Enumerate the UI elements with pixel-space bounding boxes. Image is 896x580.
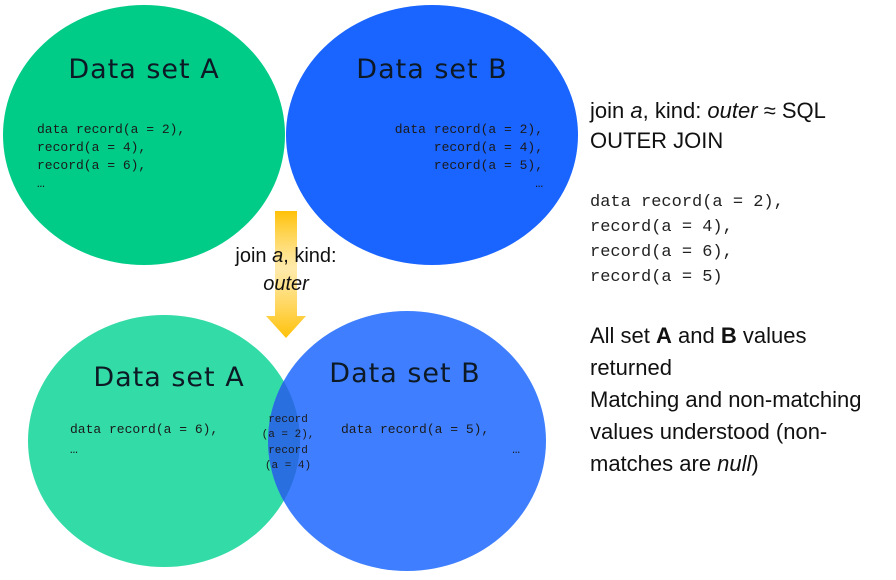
join-arrow xyxy=(266,211,306,338)
top-set-b-ellipsis: … xyxy=(535,176,543,191)
heading-key: a xyxy=(630,98,643,123)
summary-line-1: All set A and B values returned xyxy=(590,320,890,384)
overlap-record: (a = 4) xyxy=(265,460,311,472)
summary-1-suffix: values returned xyxy=(590,323,807,380)
result-record: record(a = 5) xyxy=(590,268,723,287)
top-set-b-circle xyxy=(286,5,578,265)
summary-1-a: A xyxy=(656,323,672,348)
bottom-set-b-title: Data set B xyxy=(329,358,480,389)
result-record: record(a = 6), xyxy=(590,243,733,262)
summary-1-prefix: All set xyxy=(590,323,657,348)
heading-kind-text: , kind: xyxy=(642,98,708,123)
top-set-b-title: Data set B xyxy=(356,54,507,85)
summary-1-b: B xyxy=(720,323,737,348)
summary-text: All set A and B values returned Matching… xyxy=(590,320,890,480)
overlap-record: record xyxy=(268,445,308,457)
join-label-key: a xyxy=(272,245,284,267)
top-set-b-record: record(a = 4), xyxy=(434,140,543,155)
bottom-set-b-circle xyxy=(268,311,546,571)
join-label-prefix: join xyxy=(235,245,273,267)
heading-suffix: ≈ SQL OUTER JOIN xyxy=(590,98,826,153)
summary-2-suffix: ) xyxy=(751,451,759,476)
top-set-a-record: data record(a = 2), xyxy=(37,122,185,137)
summary-1-mid: and xyxy=(671,323,721,348)
top-set-b-record: data record(a = 2), xyxy=(395,122,543,137)
bottom-set-a-record: data record(a = 6), xyxy=(70,422,218,437)
join-label-kind-text: , kind: xyxy=(283,245,337,267)
summary-2-prefix: Matching and non-matching values underst… xyxy=(590,387,862,476)
bottom-set-a-circle xyxy=(28,315,300,567)
top-set-a-ellipsis: … xyxy=(37,176,45,191)
top-set-a-record: record(a = 4), xyxy=(37,140,146,155)
join-label: join a, kind: outer xyxy=(218,242,354,298)
bottom-set-b-record: data record(a = 5), xyxy=(341,422,489,437)
heading-kind: outer xyxy=(707,98,758,123)
bottom-set-b-ellipsis: … xyxy=(512,442,520,457)
explanation-panel: join a, kind: outer ≈ SQL OUTER JOIN dat… xyxy=(590,96,890,480)
summary-2-null: null xyxy=(717,451,752,476)
overlap-record: (a = 2), xyxy=(262,429,315,441)
summary-line-2: Matching and non-matching values underst… xyxy=(590,384,890,480)
top-set-a-circle xyxy=(3,5,285,265)
top-set-a-title: Data set A xyxy=(68,54,219,85)
bottom-set-a-ellipsis: … xyxy=(70,442,78,457)
heading-prefix: join xyxy=(590,98,631,123)
result-record: record(a = 4), xyxy=(590,218,733,237)
bottom-set-a-title: Data set A xyxy=(93,362,244,393)
top-set-a-record: record(a = 6), xyxy=(37,158,146,173)
result-records: data record(a = 2), record(a = 4), recor… xyxy=(590,190,890,290)
result-record: data record(a = 2), xyxy=(590,193,784,212)
top-set-b-record: record(a = 5), xyxy=(434,158,543,173)
join-label-kind: outer xyxy=(263,273,309,295)
panel-heading: join a, kind: outer ≈ SQL OUTER JOIN xyxy=(590,96,890,156)
overlap-record: record xyxy=(268,414,308,426)
